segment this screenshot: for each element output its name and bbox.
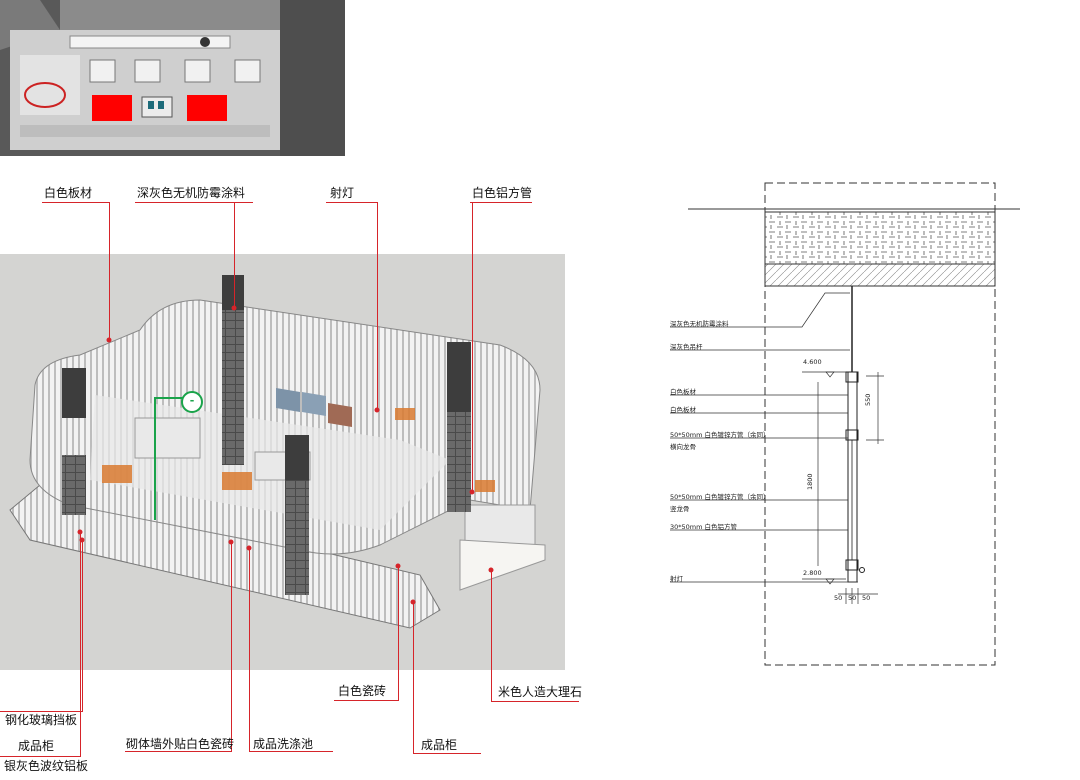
note-white-panel-1: 白色板材 bbox=[670, 388, 696, 396]
vertical-panel bbox=[847, 371, 858, 583]
dim-50-mid: 50 bbox=[848, 594, 857, 602]
index-badge-text: - bbox=[189, 394, 195, 407]
elev-bottom: 2.800 bbox=[803, 569, 822, 577]
label-product-cabinet-left: 成品柜 bbox=[18, 739, 55, 753]
callout-line bbox=[326, 202, 378, 203]
note-hanger-rod: 深灰色吊杆 bbox=[670, 343, 703, 351]
callout-line bbox=[249, 751, 333, 752]
callout-line bbox=[0, 711, 83, 712]
callout-line bbox=[109, 202, 110, 340]
logo-sign bbox=[395, 408, 415, 420]
note-galv-tube-2: 50*50mm 白色镀锌方管（余同） bbox=[670, 493, 770, 501]
callout-line bbox=[398, 566, 399, 701]
column-cap bbox=[222, 275, 244, 310]
dim-50-left: 50 bbox=[834, 594, 843, 602]
callout-line bbox=[231, 542, 232, 752]
ceiling-slab bbox=[764, 211, 996, 265]
column-cap bbox=[62, 368, 86, 418]
callout-line bbox=[234, 202, 235, 308]
spotlight-symbol bbox=[859, 567, 865, 573]
callout-line bbox=[413, 602, 414, 754]
label-product-cabinet-right: 成品柜 bbox=[421, 738, 458, 752]
ceiling-slab-lower bbox=[764, 263, 996, 287]
column bbox=[447, 412, 471, 512]
callout-line bbox=[377, 202, 378, 410]
display-case bbox=[134, 417, 201, 459]
column-cap bbox=[285, 435, 309, 480]
hanging-sign bbox=[328, 403, 352, 427]
elev-top: 4.600 bbox=[803, 358, 822, 366]
note-al-tube: 30*50mm 白色铝方管 bbox=[670, 523, 738, 531]
label-dark-gray-paint: 深灰色无机防霉涂料 bbox=[137, 186, 246, 200]
section-frame bbox=[764, 182, 996, 666]
label-wash-basin: 成品洗涤池 bbox=[253, 737, 314, 751]
callout-line bbox=[0, 756, 81, 757]
note-horizontal-joist: 横向龙骨 bbox=[670, 443, 696, 451]
callout-line bbox=[472, 202, 473, 492]
label-beige-marble: 米色人造大理石 bbox=[498, 685, 583, 699]
callout-line bbox=[413, 753, 481, 754]
logo-sign bbox=[222, 472, 252, 490]
column bbox=[285, 480, 309, 595]
note-spotlight: 射灯 bbox=[670, 575, 683, 583]
label-white-al-tube: 白色铝方管 bbox=[472, 186, 533, 200]
dim-550: 550 bbox=[864, 393, 872, 406]
callout-line bbox=[82, 540, 83, 712]
callout-line bbox=[334, 700, 399, 701]
callout-line bbox=[470, 202, 532, 203]
hanging-sign bbox=[302, 392, 326, 416]
callout-line bbox=[249, 548, 250, 752]
label-spotlight: 射灯 bbox=[330, 186, 355, 200]
logo-sign bbox=[102, 465, 132, 483]
logo-sign bbox=[475, 480, 495, 492]
note-white-panel-2: 白色板材 bbox=[670, 406, 696, 414]
label-tempered-glass: 钢化玻璃挡板 bbox=[5, 713, 78, 727]
base-counter bbox=[9, 484, 441, 629]
label-white-panel: 白色板材 bbox=[44, 186, 93, 200]
dim-1800: 1800 bbox=[806, 473, 814, 490]
marble-base bbox=[459, 539, 546, 591]
callout-line bbox=[42, 202, 110, 203]
label-brick-wall-tile: 砌体墙外贴白色瓷砖 bbox=[126, 737, 235, 751]
callout-line bbox=[80, 532, 81, 757]
callout-line bbox=[491, 701, 579, 702]
column-cap bbox=[447, 342, 471, 412]
dim-50-right: 50 bbox=[862, 594, 871, 602]
column bbox=[62, 455, 86, 515]
note-galv-tube-1: 50*50mm 白色镀锌方管（余同） bbox=[670, 431, 770, 439]
callout-line bbox=[491, 570, 492, 702]
note-vertical-joist: 竖龙骨 bbox=[670, 505, 690, 513]
hanging-sign bbox=[276, 388, 300, 412]
label-silver-al-panel: 银灰色波纹铝板 bbox=[4, 759, 89, 773]
label-white-tile: 白色瓷砖 bbox=[338, 684, 387, 698]
note-dark-gray-paint: 深灰色无机防霉涂料 bbox=[670, 320, 729, 328]
floor-plan-drawing bbox=[0, 0, 345, 156]
callout-line bbox=[125, 751, 232, 752]
floor-plan-thumbnail bbox=[0, 0, 345, 156]
column bbox=[222, 310, 244, 465]
callout-line bbox=[135, 202, 253, 203]
index-leader-line bbox=[154, 397, 183, 520]
index-badge bbox=[181, 391, 203, 413]
